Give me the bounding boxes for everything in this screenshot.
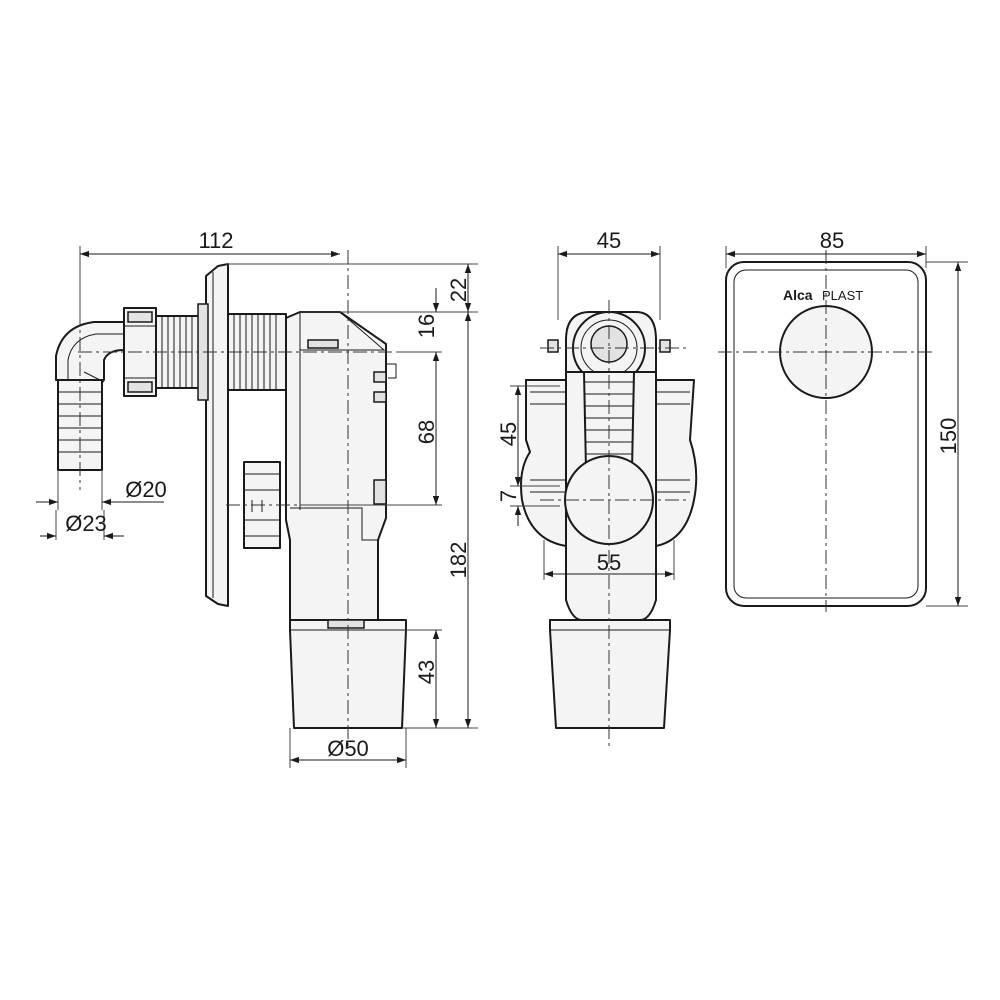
brand-logo-bold: Alca <box>783 287 813 303</box>
dim-hose-outer-diameter: Ø23 <box>65 511 107 536</box>
dim-top-offset: 22 <box>446 278 471 302</box>
dim-front-width: 45 <box>597 228 621 253</box>
dim-cover-height: 150 <box>936 418 961 455</box>
wall-plate <box>205 263 229 607</box>
dim-cover-width: 85 <box>820 228 844 253</box>
dim-inlet-to-cap: 68 <box>414 420 439 444</box>
trap-body <box>285 311 387 621</box>
elbow-connector <box>55 321 125 381</box>
side-view: 112 22 16 68 182 43 Ø50 Ø20 Ø23 <box>36 228 478 768</box>
front-outlet-pipe <box>549 619 671 729</box>
flange-slots <box>530 391 690 493</box>
dim-front-gap: 7 <box>496 490 521 502</box>
dim-front-hose-height: 45 <box>496 422 521 446</box>
cover-plate: Alca PLAST 85 150 <box>718 228 968 612</box>
front-left-flange <box>520 379 567 547</box>
dim-cap-height: 16 <box>414 314 439 338</box>
dim-outlet-diameter: Ø50 <box>327 736 369 761</box>
brand-logo-light: PLAST <box>822 288 863 303</box>
dim-hose-inner-diameter: Ø20 <box>125 477 167 502</box>
dim-fixing-span: 55 <box>597 550 621 575</box>
front-right-flange <box>655 379 698 547</box>
dim-total-height: 182 <box>446 542 471 579</box>
front-view: 45 45 7 55 <box>496 228 698 750</box>
dim-outlet-height: 43 <box>414 660 439 684</box>
dim-width-total: 112 <box>198 228 233 253</box>
